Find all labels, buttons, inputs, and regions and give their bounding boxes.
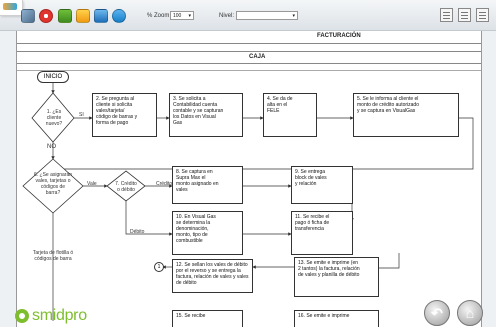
flow-connectors: [22, 82, 474, 321]
step-13-text: 13. Se emite e imprime (en 2 tantos) la …: [298, 260, 360, 278]
smidpro-logo: smidpro: [12, 306, 112, 327]
step-8-text: 8. Se captura en Supra Max el monto asig…: [176, 169, 219, 193]
caja-header: CAJA: [17, 51, 481, 64]
step-13-box: 13. Se emite e imprime (en 2 tantos) la …: [294, 257, 379, 297]
step-16-text: 16. Se emite e imprime: [298, 313, 350, 319]
step-12-text: 12. Se sellan los vales de débito por el…: [176, 262, 249, 286]
zoom-select[interactable]: 100 ▾: [170, 11, 194, 20]
flowchart-document: FACTURACIÓN CAJA INI: [16, 31, 482, 327]
step-2-text: 2. Se pregunta al cliente si solicita va…: [96, 96, 138, 126]
step-10-box: 10. En Visual Gas se determina la denomi…: [172, 211, 243, 255]
chevron-down-icon: ▾: [292, 13, 295, 19]
decision-6-text: 6. ¿Se asignarán vales, tarjetas o códig…: [33, 172, 73, 196]
smidpro-mark-icon: [15, 309, 29, 323]
step-4-text: 4. Se da de alta en el FELE: [267, 96, 293, 114]
connector-circle: 1: [154, 262, 164, 272]
nivel-label: Nivel:: [219, 13, 235, 19]
print-icon[interactable]: [476, 8, 489, 22]
step-12-box: 12. Se sellan los vales de débito por el…: [172, 259, 253, 293]
nivel-select[interactable]: ▾: [236, 11, 298, 20]
label-vale: Vale: [87, 181, 97, 187]
step-2-box: 2. Se pregunta al cliente si solicita va…: [92, 93, 157, 137]
facturacion-title: FACTURACIÓN: [317, 33, 361, 39]
warning-icon[interactable]: [76, 9, 90, 23]
step-4-box: 4. Se da de alta en el FELE: [263, 93, 317, 137]
label-si: SI: [79, 112, 84, 118]
label-no: NO: [47, 144, 56, 150]
label-credito: Crédito: [156, 181, 173, 187]
step-5-text: 5. Se le informa al cliente el monto de …: [357, 96, 419, 114]
zoom-label: % Zoom: [147, 13, 170, 19]
list-icon[interactable]: [458, 8, 471, 22]
toolbar: % Zoom 100 ▾ Nivel: ▾: [0, 0, 496, 31]
step-11-text: 11. Se recibe el pago ó ficha de transfe…: [295, 214, 330, 232]
step-8-box: 8. Se captura en Supra Max el monto asig…: [172, 166, 243, 204]
caja-title: CAJA: [249, 54, 266, 60]
cloud-icon[interactable]: [112, 9, 126, 23]
step-9-text: 9. Se entrega block de vales y relación: [295, 169, 327, 187]
label-debito: Débito: [130, 229, 145, 235]
lane-divider: [17, 70, 481, 71]
decision-7-text: 7. Crédito o débito: [115, 181, 137, 193]
green-grid-icon[interactable]: [58, 9, 72, 23]
start-terminal: INICIO: [37, 71, 69, 83]
monitor-icon[interactable]: [440, 8, 453, 22]
app-logo-icon: [0, 0, 23, 16]
step-15-text: 15. Se recibe: [176, 313, 206, 319]
facturacion-header: FACTURACIÓN: [17, 31, 481, 44]
label-tarjeta: Tarjeta de flotilla ó códigos de barra: [32, 250, 74, 262]
step-10-text: 10. En Visual Gas se determina la denomi…: [176, 214, 216, 244]
step-15-box: 15. Se recibe: [172, 310, 243, 327]
back-arrow-icon[interactable]: ↶: [424, 300, 450, 326]
chevron-down-icon: ▾: [188, 13, 191, 19]
gallery-icon[interactable]: [21, 9, 35, 23]
step-5-box: 5. Se le informa al cliente el monto de …: [353, 93, 459, 137]
decision-1-text: 1. ¿Es cliente nuevo?: [45, 109, 63, 127]
brand-text: smidpro: [32, 307, 87, 324]
step-3-box: 3. Se solicita a Contabilidad cuenta con…: [169, 93, 243, 137]
zoom-value: 100: [173, 13, 182, 19]
blue-window-icon[interactable]: [94, 9, 108, 23]
step-16-box: 16. Se emite e imprime: [294, 310, 379, 327]
red-target-icon[interactable]: [39, 9, 53, 23]
step-11-box: 11. Se recibe el pago ó ficha de transfe…: [291, 211, 353, 255]
step-9-box: 9. Se entrega block de vales y relación: [291, 166, 353, 204]
step-3-text: 3. Se solicita a Contabilidad cuenta con…: [173, 96, 224, 126]
home-icon[interactable]: ⌂: [457, 300, 483, 326]
